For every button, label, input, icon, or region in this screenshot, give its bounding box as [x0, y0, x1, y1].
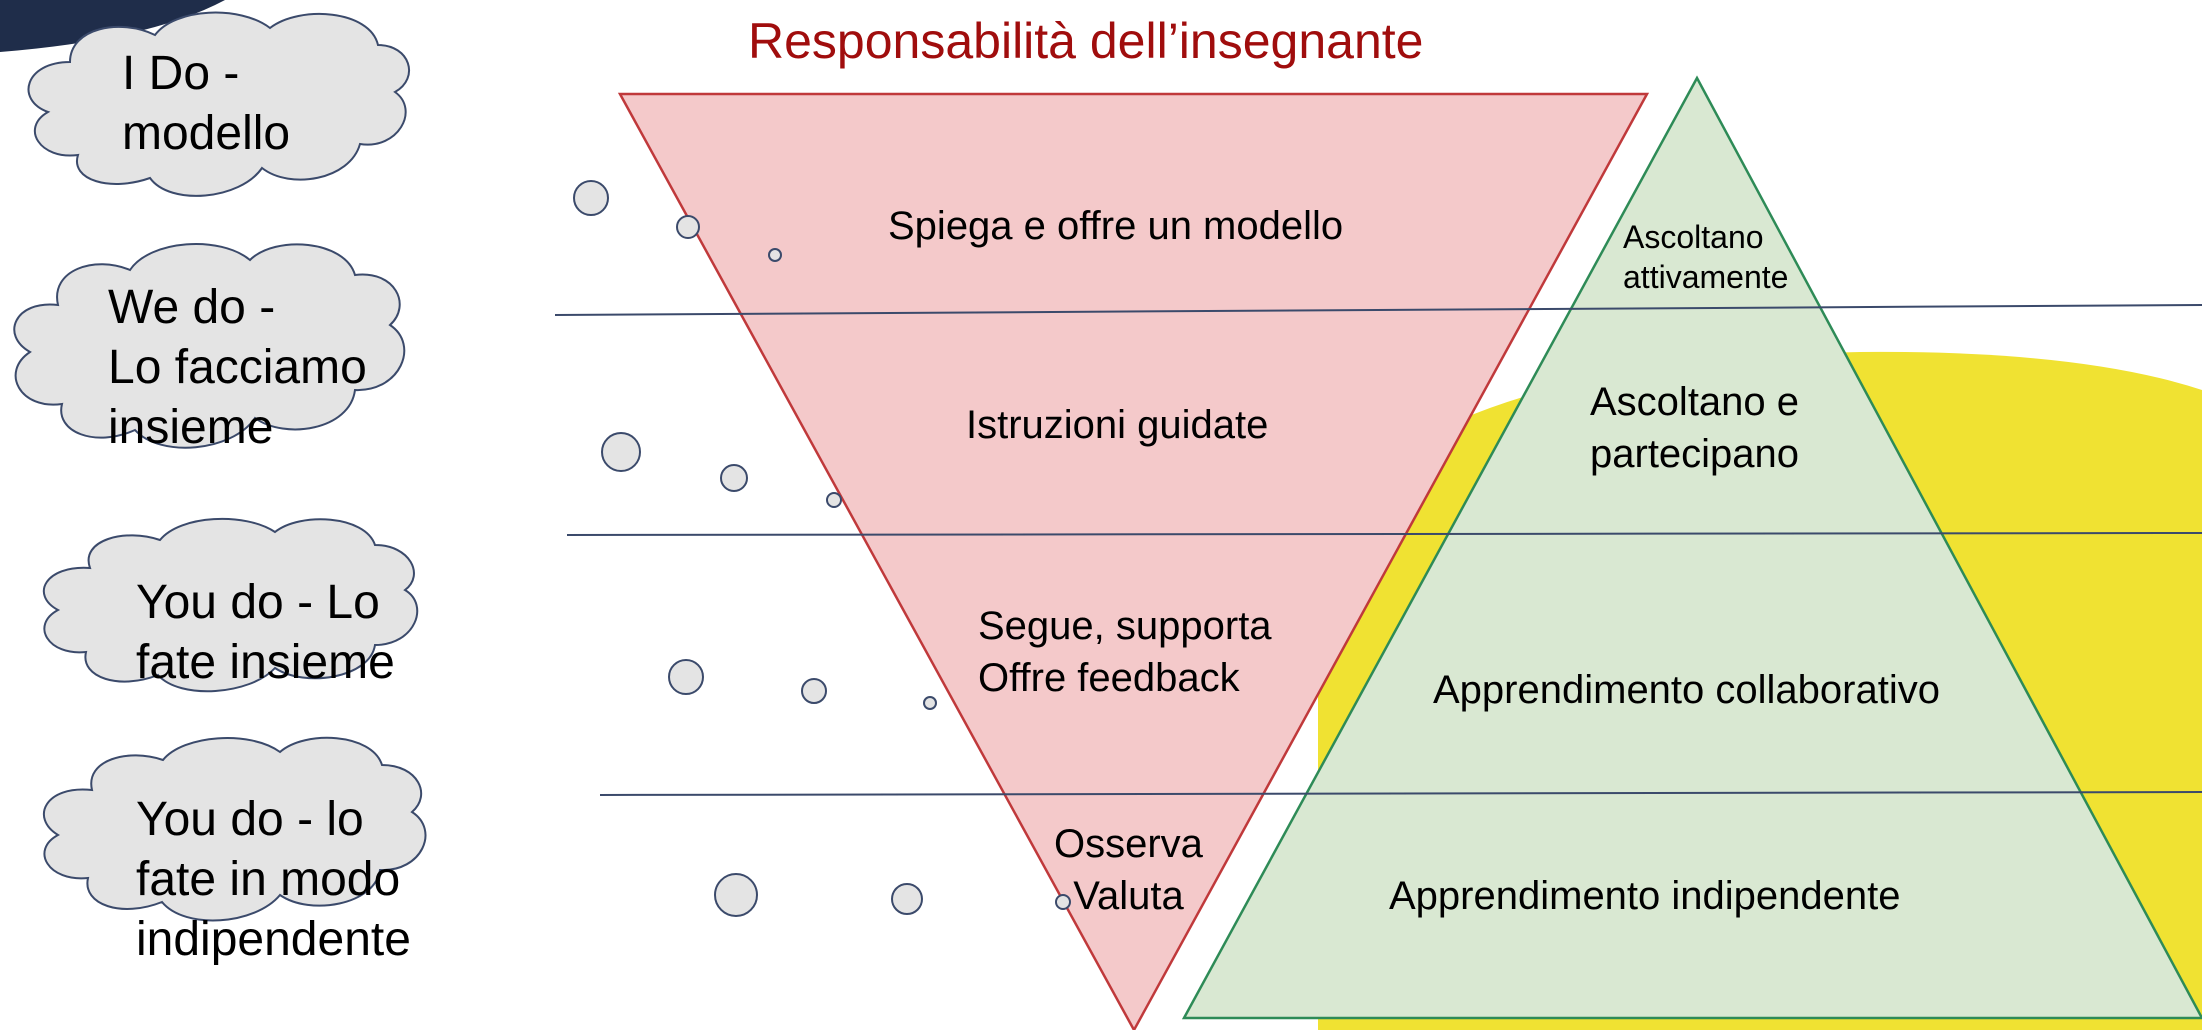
thought-bubble-circle: [668, 659, 704, 695]
divider-line-1: [554, 304, 2202, 316]
thought-bubble-circle: [923, 696, 937, 710]
student-level-1: Ascoltano attivamente: [1623, 219, 1789, 295]
student-level-2: Ascoltano e partecipano: [1590, 380, 1800, 476]
cloud-label-you-do-together: You do - Lo fate insieme: [136, 576, 395, 689]
cloud-label-we-do: We do - Lo facciamo insieme: [108, 281, 367, 454]
thought-bubble-circle: [1055, 894, 1071, 910]
cloud-shape-4: [42, 736, 427, 922]
teacher-level-3: Segue, supporta Offre feedback: [978, 604, 1272, 700]
thought-bubble-circle: [676, 215, 700, 239]
thought-bubble-circle: [720, 464, 748, 492]
cloud-shape-3: [42, 517, 419, 693]
cloud-label-you-do-alone: You do - lo fate in modo indipendente: [136, 793, 411, 966]
student-level-3: Apprendimento collaborativo: [1433, 668, 1940, 712]
cloud-label-i-do: I Do - modello: [122, 47, 291, 160]
teacher-level-2: Istruzioni guidate: [966, 403, 1269, 447]
thought-bubble-circle: [714, 873, 758, 917]
student-level-4: Apprendimento indipendente: [1389, 874, 1901, 918]
thought-bubble-circle: [891, 883, 923, 915]
cloud-shape-2: [13, 243, 406, 449]
diagram-title: Responsabilità dell’insegnante: [748, 13, 1424, 69]
cloud-shape-1: [27, 11, 411, 197]
thought-bubble-circle: [601, 432, 641, 472]
teacher-level-4: Osserva Valuta: [1054, 822, 1203, 918]
divider-line-2: [566, 532, 2202, 536]
divider-line-3: [599, 791, 2202, 796]
thought-bubble-circle: [573, 180, 609, 216]
teacher-level-1: Spiega e offre un modello: [888, 204, 1344, 248]
teacher-triangle: [617, 92, 1650, 1030]
thought-bubble-circle: [826, 492, 842, 508]
student-triangle: [1181, 75, 2202, 1020]
thought-bubble-circle: [801, 678, 827, 704]
corner-decoration: [0, 0, 225, 52]
thought-bubble-circle: [768, 248, 782, 262]
